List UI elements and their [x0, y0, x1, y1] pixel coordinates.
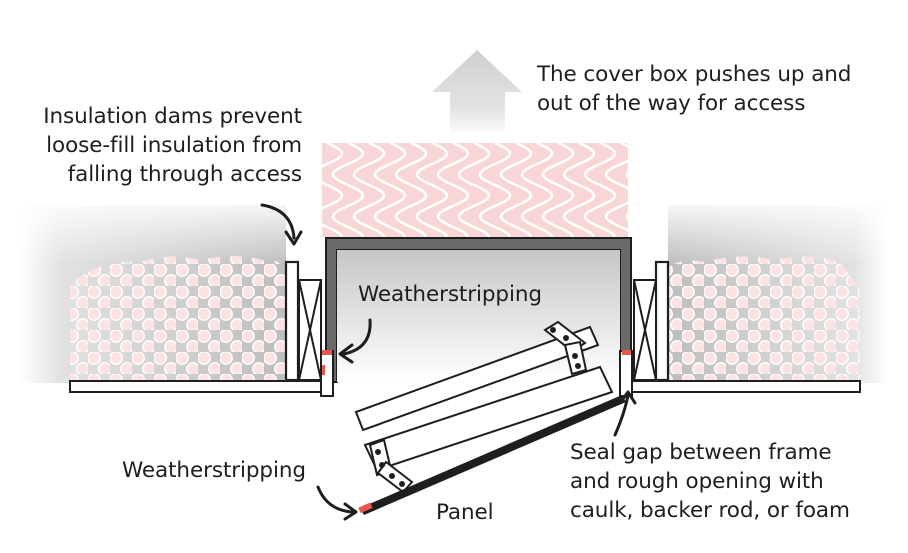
loose-fill-insulation-right	[668, 256, 860, 381]
panel-label: Panel	[436, 500, 494, 525]
weatherstripping-top-label: Weatherstripping	[358, 282, 542, 307]
cover-box-label: The cover box pushes up and out of the w…	[537, 62, 852, 116]
frame-right	[633, 279, 657, 381]
insulation-dams-label: Insulation dams prevent loose-fill insul…	[43, 104, 302, 187]
cover-box	[325, 237, 632, 383]
frame-left	[298, 279, 322, 381]
hinge-lower	[368, 438, 414, 494]
jamb-stops	[320, 350, 633, 397]
seal-gap-label: Seal gap between frame and rough opening…	[570, 440, 850, 523]
weatherstripping-bottom-label: Weatherstripping	[122, 458, 306, 483]
callout-arrows	[260, 203, 637, 521]
up-arrow-icon	[432, 50, 522, 136]
rigid-insulation-batt	[322, 143, 628, 237]
insulation-dam-left	[284, 260, 300, 382]
weatherstrip-jamb	[322, 350, 631, 375]
hinge-upper	[543, 320, 588, 376]
weatherstrip-panel	[358, 502, 373, 514]
insulation-dam-right	[654, 260, 670, 382]
panel	[358, 395, 626, 515]
loose-fill-insulation-left	[70, 256, 285, 381]
